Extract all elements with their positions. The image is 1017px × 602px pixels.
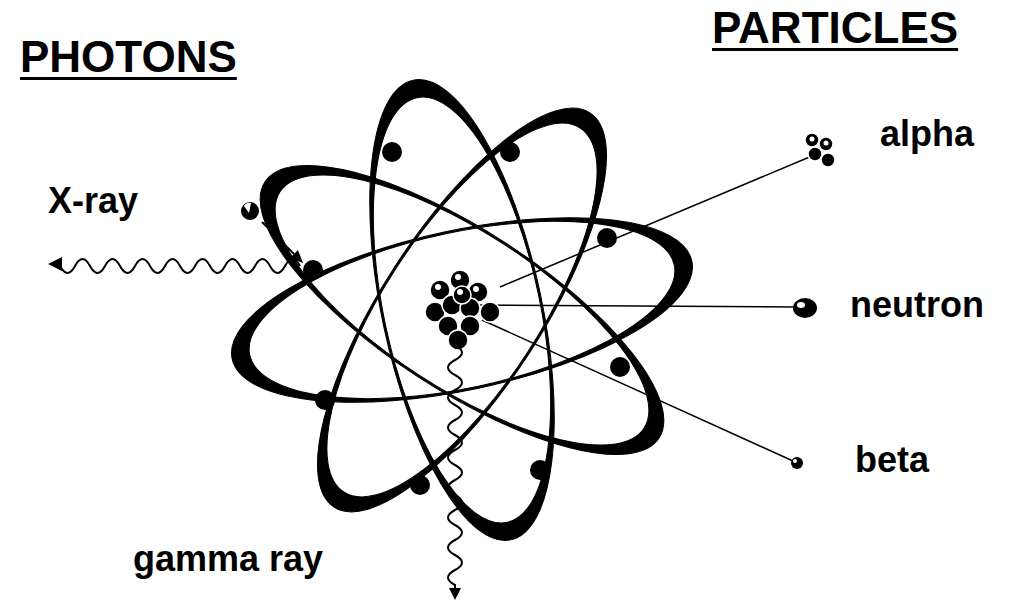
highlight: [797, 302, 805, 308]
electron: [530, 460, 550, 480]
electron: [610, 357, 630, 377]
nucleon: [480, 302, 500, 322]
beta-particle: [791, 457, 803, 469]
neutron-particle: [793, 298, 817, 318]
alpha-nucleon: [808, 147, 822, 161]
highlight: [810, 137, 815, 142]
highlight: [244, 203, 251, 213]
particle-label: alpha: [878, 114, 976, 154]
orbit: [267, 69, 657, 550]
orbit: [335, 64, 589, 557]
particle-label: beta: [853, 440, 931, 480]
emission-lines: [478, 156, 812, 461]
photon-label: X-ray: [46, 181, 140, 221]
electron: [303, 260, 323, 280]
electron: [382, 142, 402, 162]
electron: [410, 475, 430, 495]
highlight: [457, 289, 463, 295]
alpha-nucleon: [819, 137, 833, 151]
highlight: [455, 274, 461, 280]
highlight: [435, 284, 441, 290]
highlight: [793, 459, 797, 463]
orbit: [221, 115, 702, 505]
beta-line: [482, 320, 793, 461]
particle-label: neutron: [848, 285, 986, 325]
orbits: [216, 64, 709, 557]
heading: PARTICLES: [710, 4, 960, 52]
alpha-line: [500, 156, 812, 287]
alpha-nucleon: [821, 153, 835, 167]
highlight: [473, 286, 479, 292]
arrowhead: [48, 257, 62, 271]
particles: [791, 133, 835, 469]
electrons: [303, 142, 630, 495]
electron: [500, 142, 520, 162]
arrow-line: [262, 222, 298, 258]
nucleus-highlights: [435, 274, 479, 295]
incoming-electron: [241, 202, 259, 220]
heading: PHOTONS: [18, 33, 239, 81]
orbit: [216, 183, 709, 437]
neutron-line: [478, 305, 795, 307]
x-ray-wave: [60, 259, 300, 273]
photon-label: gamma ray: [131, 539, 325, 579]
highlight: [824, 141, 829, 146]
arrowhead: [449, 588, 461, 600]
gamma-wave: [448, 345, 462, 590]
nucleus: [425, 270, 500, 350]
electron: [315, 390, 335, 410]
alpha-nucleon: [805, 133, 819, 147]
gamma-emission: [448, 345, 462, 600]
nucleon: [453, 286, 471, 304]
